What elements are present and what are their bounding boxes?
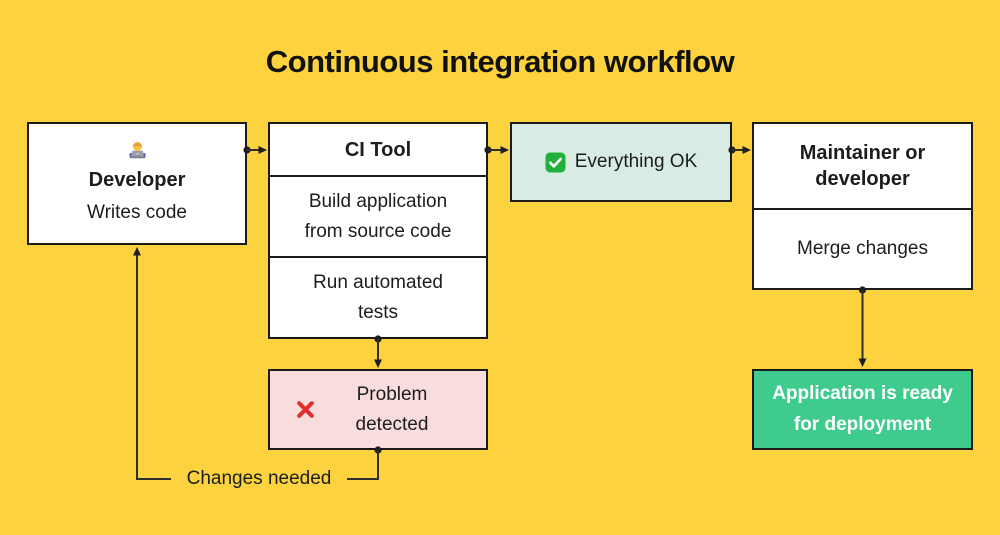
ci-tool-step-tests: Run automated tests: [270, 256, 486, 337]
ci-tool-title: CI Tool: [344, 138, 412, 161]
problem-section: Problem detected: [270, 371, 486, 448]
ci-tool-step-build: Build application from source code: [270, 175, 486, 256]
problem-label: Problem detected: [355, 384, 429, 435]
cross-mark-icon: [296, 400, 315, 419]
everything-ok-label: Everything OK: [574, 151, 698, 173]
page-title: Continuous integration workflow: [265, 44, 735, 79]
node-deploy-ready: Application is ready for deployment: [752, 369, 973, 450]
developer-subtitle: Writes code: [87, 202, 187, 224]
edge-ci-to-ok: [484, 146, 509, 154]
everything-ok-section: Everything OK: [512, 124, 730, 200]
maintainer-title: Maintainer or developer: [799, 142, 926, 190]
developer-title: Developer: [88, 169, 186, 192]
edge-ci-to-problem: [374, 335, 382, 368]
node-everything-ok: Everything OK: [510, 122, 732, 202]
check-mark-icon: [545, 152, 566, 173]
maintainer-step-merge: Merge changes: [754, 208, 971, 288]
edge-maintainer-to-deploy: [858, 286, 867, 367]
node-maintainer: Maintainer or developer Merge changes: [752, 122, 973, 290]
developer-section: Developer Writes code: [29, 124, 245, 243]
changes-needed-label: Changes needed: [186, 468, 332, 489]
deploy-label: Application is ready for deployment: [772, 383, 953, 435]
node-problem-detected: Problem detected: [268, 369, 488, 450]
node-ci-tool: CI Tool Build application from source co…: [268, 122, 488, 339]
technologist-icon: [126, 139, 149, 162]
node-developer: Developer Writes code: [27, 122, 247, 245]
